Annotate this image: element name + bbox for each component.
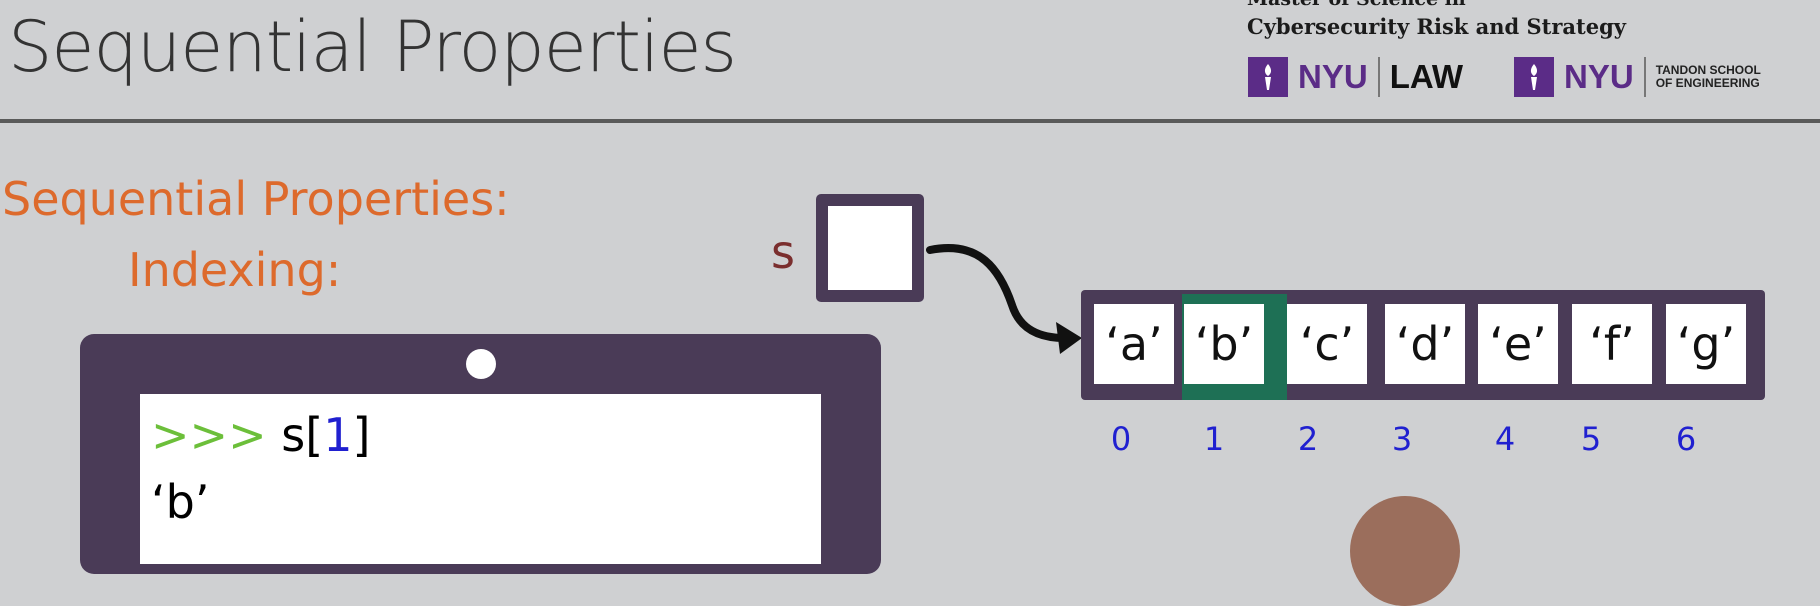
array-index-label: 5 (1580, 420, 1602, 458)
nyu-law-logo: NYU LAW (1248, 57, 1463, 97)
console-prompt: >>> (151, 408, 267, 462)
array-cell: ‘b’ (1184, 304, 1264, 384)
nyu-wordmark: NYU (1564, 58, 1634, 95)
array-index-label: 3 (1391, 420, 1413, 458)
nyu-torch-icon (1514, 57, 1554, 97)
array-cell: ‘a’ (1094, 304, 1174, 384)
array-cell: ‘e’ (1478, 304, 1558, 384)
array-index-label: 1 (1203, 420, 1225, 458)
console-screen (140, 394, 821, 564)
console-bracket-close: ] (352, 408, 371, 462)
array-cell: ‘f’ (1572, 304, 1652, 384)
tandon-wordmark: TANDON SCHOOL OF ENGINEERING (1656, 64, 1761, 90)
reference-arrow-icon (926, 244, 1082, 354)
tandon-line1: TANDON SCHOOL (1655, 63, 1761, 77)
variable-label: s (771, 225, 795, 279)
variable-box-inner (828, 206, 912, 290)
array-index-label: 6 (1675, 420, 1697, 458)
presenter-video (1350, 496, 1460, 606)
array-index-label: 0 (1110, 420, 1132, 458)
nyu-torch-icon (1248, 57, 1288, 97)
program-name-line2: Cybersecurity Risk and Strategy (1247, 14, 1626, 39)
nyu-tandon-logo: NYU TANDON SCHOOL OF ENGINEERING (1514, 57, 1761, 97)
section-subheading: Indexing: (128, 243, 342, 297)
tandon-line2: OF ENGINEERING (1655, 76, 1760, 90)
logo-divider (1643, 57, 1646, 97)
console-bracket-open: [ (305, 408, 324, 462)
logo-divider (1377, 57, 1380, 97)
law-wordmark: LAW (1389, 58, 1464, 95)
slide-title: Sequential Properties (8, 6, 737, 88)
section-heading: Sequential Properties: (2, 172, 510, 226)
tablet-camera (466, 349, 496, 379)
array-cell: ‘d’ (1385, 304, 1465, 384)
program-name-line1: Master of Science in (1247, 0, 1466, 10)
console-command-var: s (281, 408, 306, 462)
header-divider (0, 119, 1820, 123)
array-index-label: 2 (1297, 420, 1319, 458)
console-output-line: ‘b’ (151, 475, 210, 529)
console-command-index: 1 (323, 408, 353, 462)
array-index-label: 4 (1494, 420, 1516, 458)
console-input-line: >>> s[1] (151, 408, 370, 462)
nyu-wordmark: NYU (1298, 58, 1368, 95)
array-cell: ‘c’ (1287, 304, 1367, 384)
array-cell: ‘g’ (1666, 304, 1746, 384)
